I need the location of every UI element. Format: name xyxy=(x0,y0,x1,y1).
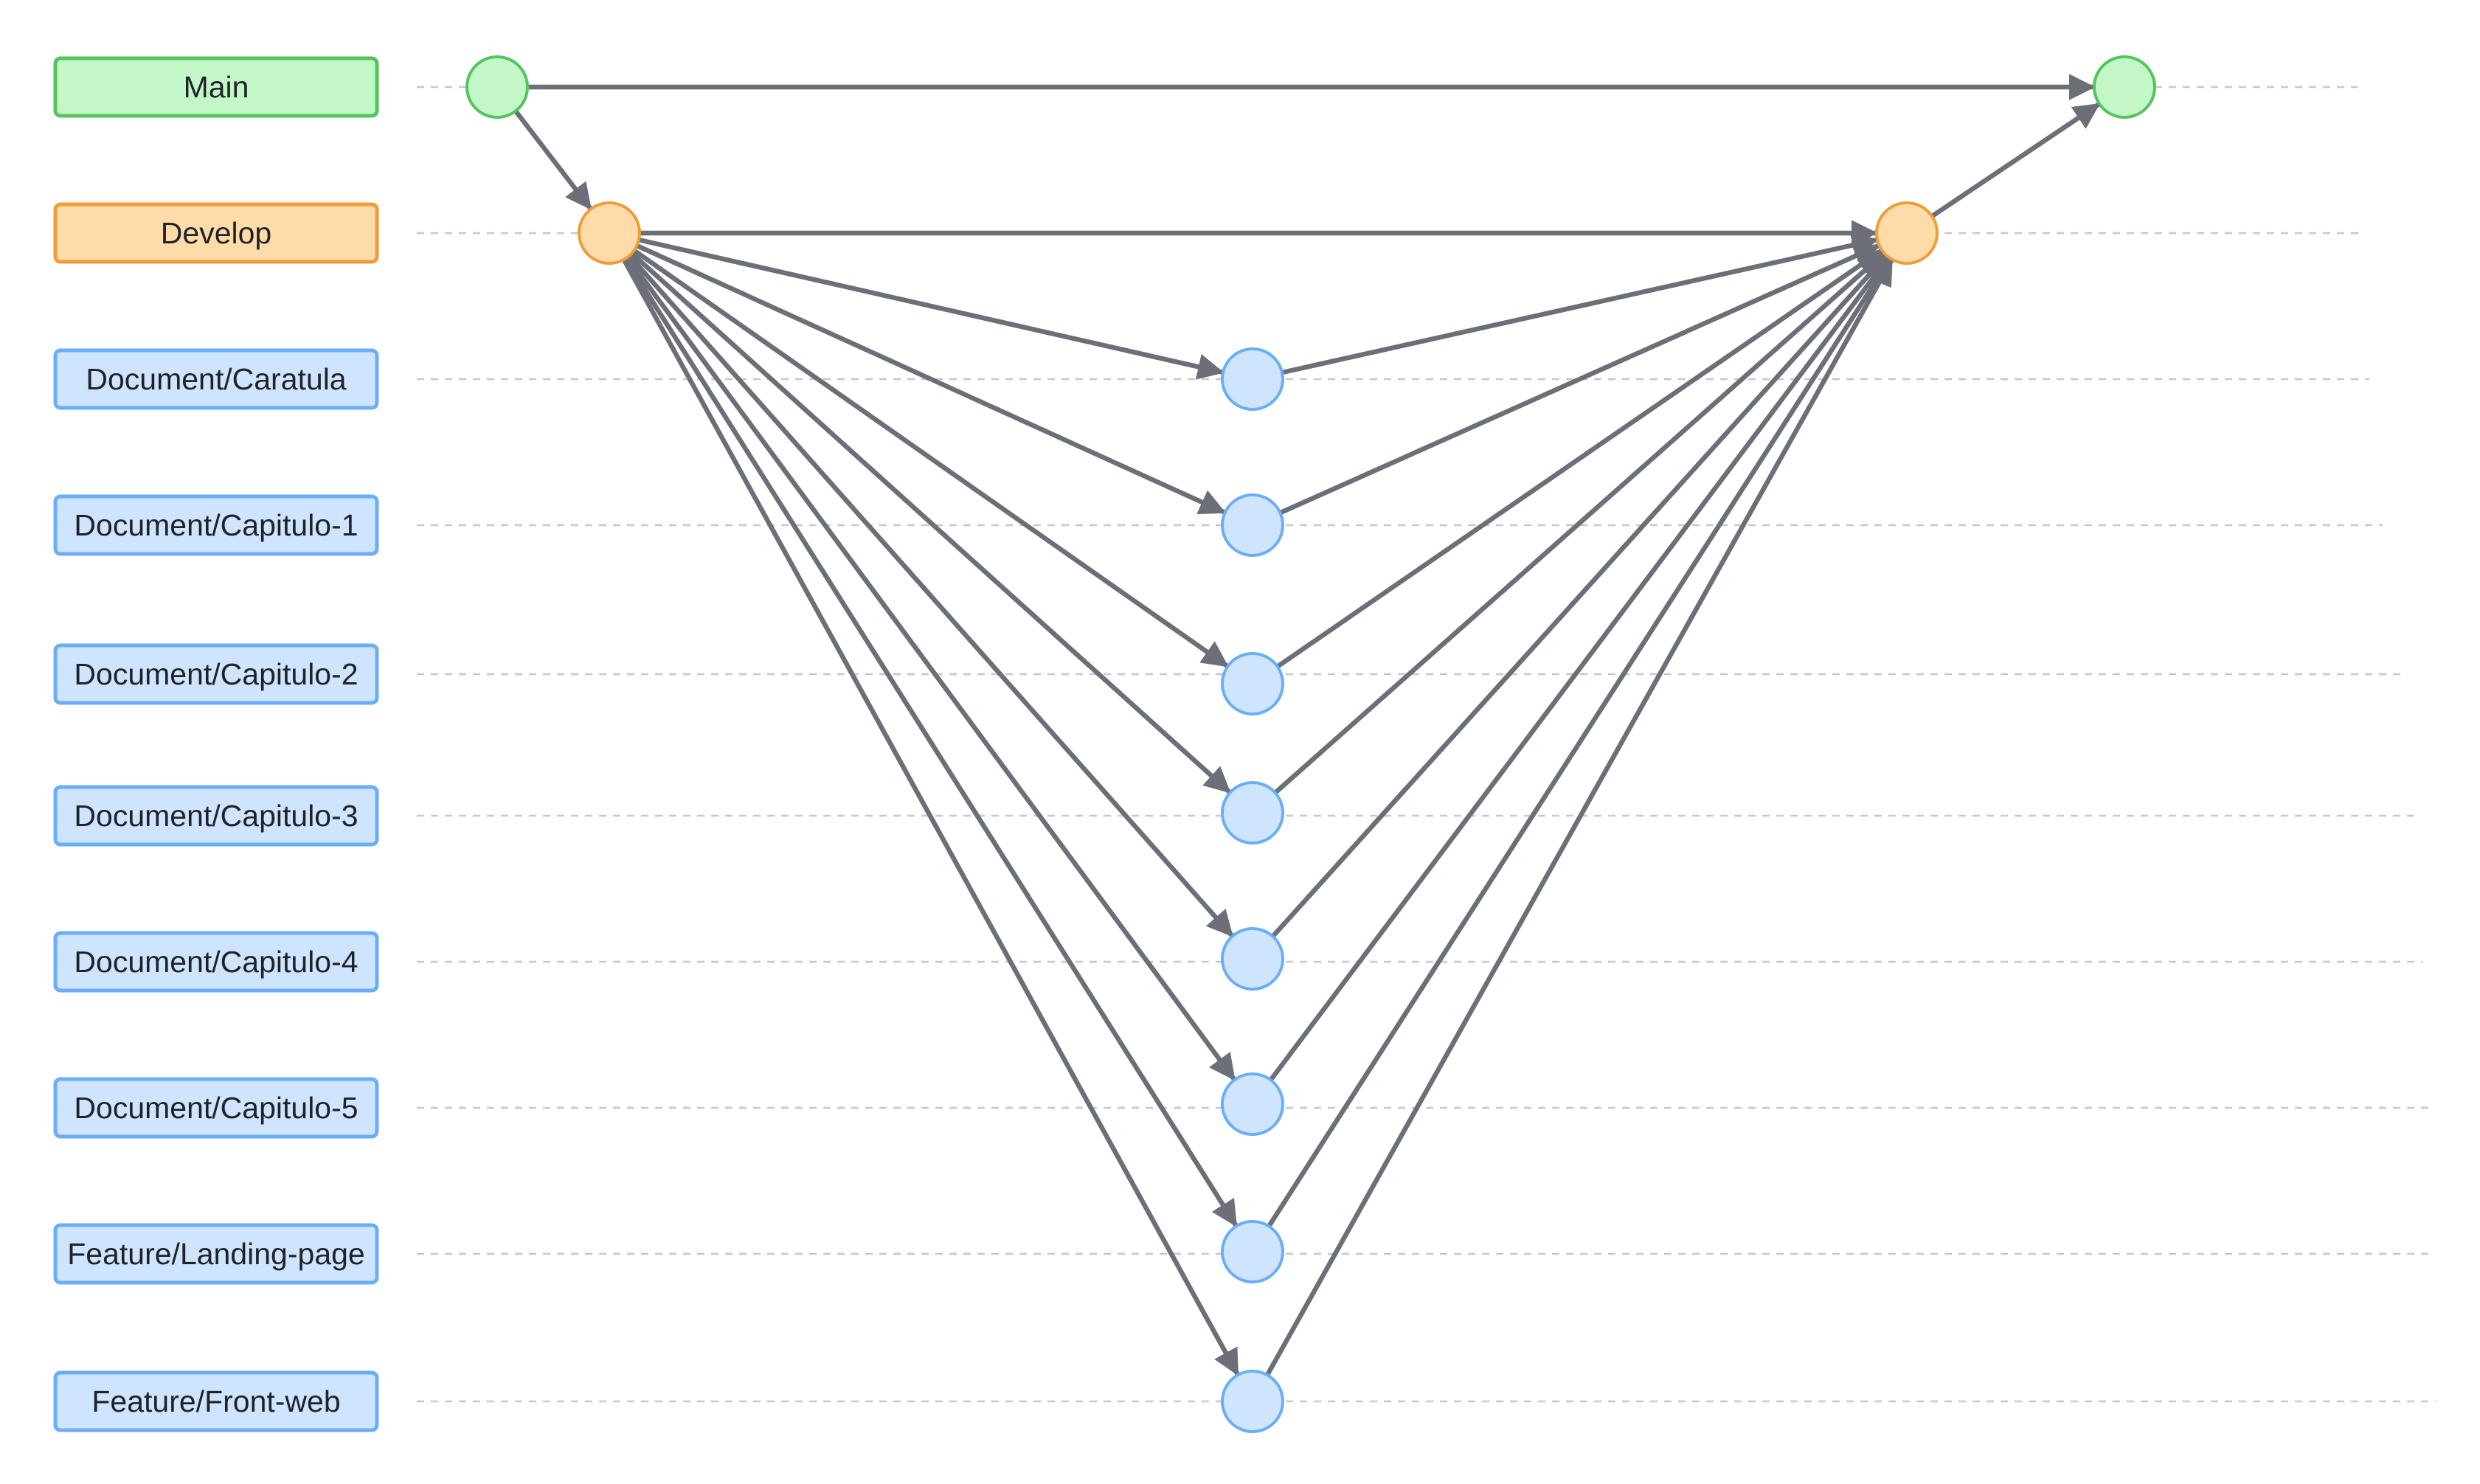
branch-label-text-cap5: Document/Capitulo-5 xyxy=(74,1091,358,1125)
branch-box-cap4 xyxy=(53,931,379,993)
branch-label-landing: Feature/Landing-page xyxy=(53,1223,379,1285)
branch-labels: MainDevelopDocument/CaratulaDocument/Cap… xyxy=(53,56,379,1432)
branch-label-text-main: Main xyxy=(184,70,249,104)
branch-label-cap2: Document/Capitulo-2 xyxy=(53,643,379,705)
branch-label-text-cap3: Document/Capitulo-3 xyxy=(74,799,358,833)
branch-box-front xyxy=(53,1370,379,1432)
arrow-develop_start-to-front_commit xyxy=(620,255,1240,1376)
branch-box-caratula xyxy=(53,348,379,410)
commit-node-cap2_commit xyxy=(1221,652,1284,715)
branch-label-text-landing: Feature/Landing-page xyxy=(67,1237,364,1271)
arrow-develop_start-to-cap4_commit xyxy=(626,252,1234,938)
branch-label-text-caratula: Document/Caratula xyxy=(86,362,346,396)
branch-box-cap1 xyxy=(53,494,379,556)
arrow-cap2_commit-to-develop_end xyxy=(1273,249,1883,670)
arrow-cap1_commit-to-develop_end xyxy=(1276,243,1880,516)
arrow-develop_start-to-cap1_commit xyxy=(633,242,1227,515)
branch-label-cap1: Document/Capitulo-1 xyxy=(53,494,379,556)
arrow-develop_start-to-cap3_commit xyxy=(628,249,1232,794)
commit-node-main_end xyxy=(2093,55,2156,119)
branch-box-main xyxy=(53,56,379,118)
branch-box-landing xyxy=(53,1223,379,1285)
commit-node-caratula_commit xyxy=(1221,347,1284,411)
commit-node-landing_commit xyxy=(1221,1220,1284,1283)
arrow-cap4_commit-to-develop_end xyxy=(1269,254,1888,940)
merge-arrows xyxy=(512,74,2101,1379)
arrow-cap5_commit-to-develop_end xyxy=(1267,256,1891,1084)
arrow-front_commit-to-develop_end xyxy=(1264,258,1894,1379)
commit-nodes xyxy=(465,55,2156,1433)
commit-node-cap1_commit xyxy=(1221,493,1284,557)
commit-node-front_commit xyxy=(1221,1370,1284,1433)
arrow-main_start-to-develop_start xyxy=(512,107,593,211)
arrow-develop_start-to-cap5_commit xyxy=(623,254,1236,1081)
branch-label-caratula: Document/Caratula xyxy=(53,348,379,410)
branch-label-text-cap1: Document/Capitulo-1 xyxy=(74,508,358,542)
branch-label-text-cap4: Document/Capitulo-4 xyxy=(74,945,358,979)
arrow-caratula_commit-to-develop_end xyxy=(1278,232,1879,375)
branch-box-cap2 xyxy=(53,643,379,705)
branch-label-cap3: Document/Capitulo-3 xyxy=(53,785,379,847)
branch-box-cap5 xyxy=(53,1077,379,1139)
commit-node-develop_end xyxy=(1875,201,1939,265)
branch-label-text-develop: Develop xyxy=(161,216,271,250)
arrow-landing_commit-to-develop_end xyxy=(1265,257,1893,1230)
branch-box-cap3 xyxy=(53,785,379,847)
branch-label-main: Main xyxy=(53,56,379,118)
arrow-develop_start-to-caratula_commit xyxy=(634,237,1225,380)
branch-label-cap4: Document/Capitulo-4 xyxy=(53,931,379,993)
branch-label-develop: Develop xyxy=(53,202,379,264)
commit-node-cap3_commit xyxy=(1221,781,1284,845)
arrow-develop_end-to-main_end xyxy=(1928,102,2101,220)
commit-node-main_start xyxy=(465,55,529,119)
branch-label-text-front: Feature/Front-web xyxy=(91,1384,340,1418)
branch-label-text-cap2: Document/Capitulo-2 xyxy=(74,657,358,691)
commit-node-cap5_commit xyxy=(1221,1072,1284,1136)
arrow-develop_start-to-cap2_commit xyxy=(630,247,1230,668)
branch-box-develop xyxy=(53,202,379,264)
branch-label-front: Feature/Front-web xyxy=(53,1370,379,1432)
arrow-cap3_commit-to-develop_end xyxy=(1271,252,1886,797)
commit-node-cap4_commit xyxy=(1221,927,1284,991)
arrow-develop_start-to-landing_commit xyxy=(622,254,1239,1227)
branch-label-cap5: Document/Capitulo-5 xyxy=(53,1077,379,1139)
commit-node-develop_start xyxy=(578,201,641,265)
